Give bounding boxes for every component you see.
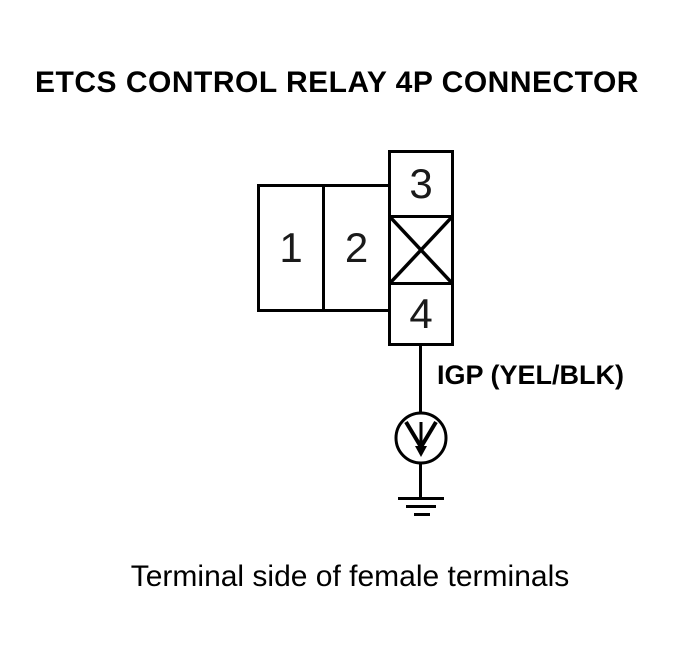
- terminal-3-label: 3: [409, 160, 433, 207]
- ground-bar-medium: [406, 505, 436, 508]
- terminal-cell-1: 1: [257, 184, 325, 312]
- terminal-cell-3: 3: [388, 150, 454, 218]
- terminal-cell-2: 2: [322, 184, 391, 312]
- diagram-title: ETCS CONTROL RELAY 4P CONNECTOR: [35, 66, 639, 99]
- blocked-terminal-cell: [388, 215, 454, 285]
- terminal-cell-4: 4: [388, 282, 454, 346]
- x-mark-icon: [391, 218, 451, 282]
- wire-to-ground: [419, 464, 422, 499]
- ground-bar-wide: [398, 497, 444, 500]
- wire-igp: [419, 344, 422, 412]
- ground-bar-narrow: [414, 513, 430, 516]
- terminal-2-label: 2: [344, 224, 369, 271]
- voltage-probe-icon: [394, 411, 448, 465]
- diagram-caption: Terminal side of female terminals: [130, 560, 570, 593]
- wire-label-igp: IGP (YEL/BLK): [437, 360, 625, 390]
- terminal-4-label: 4: [409, 290, 433, 337]
- terminal-1-label: 1: [279, 224, 303, 271]
